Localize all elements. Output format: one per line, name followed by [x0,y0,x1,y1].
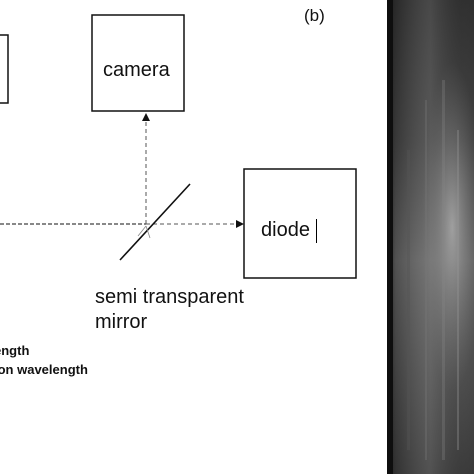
diode-box [243,168,357,279]
mirror-label-line2: mirror [95,311,148,333]
reflection-trace [145,225,151,239]
text-cursor [316,219,317,243]
camera-box [91,14,185,112]
reflection-trace [137,225,147,237]
laser-box-partial [0,34,9,104]
camera-image-panel [387,0,474,474]
diode-label: diode [261,219,310,241]
legend-line-1: ength [0,343,30,358]
mirror-label-line1: semi transparent [95,286,244,308]
panel-label: (b) [304,6,325,25]
diode-arrowhead [236,220,244,228]
camera-label: camera [103,59,170,81]
semi-transparent-mirror [119,183,191,261]
mirror-label: semi transparent mirror [95,285,244,335]
legend-line-2: ion wavelength [0,362,88,377]
camera-arrowhead [142,113,150,121]
